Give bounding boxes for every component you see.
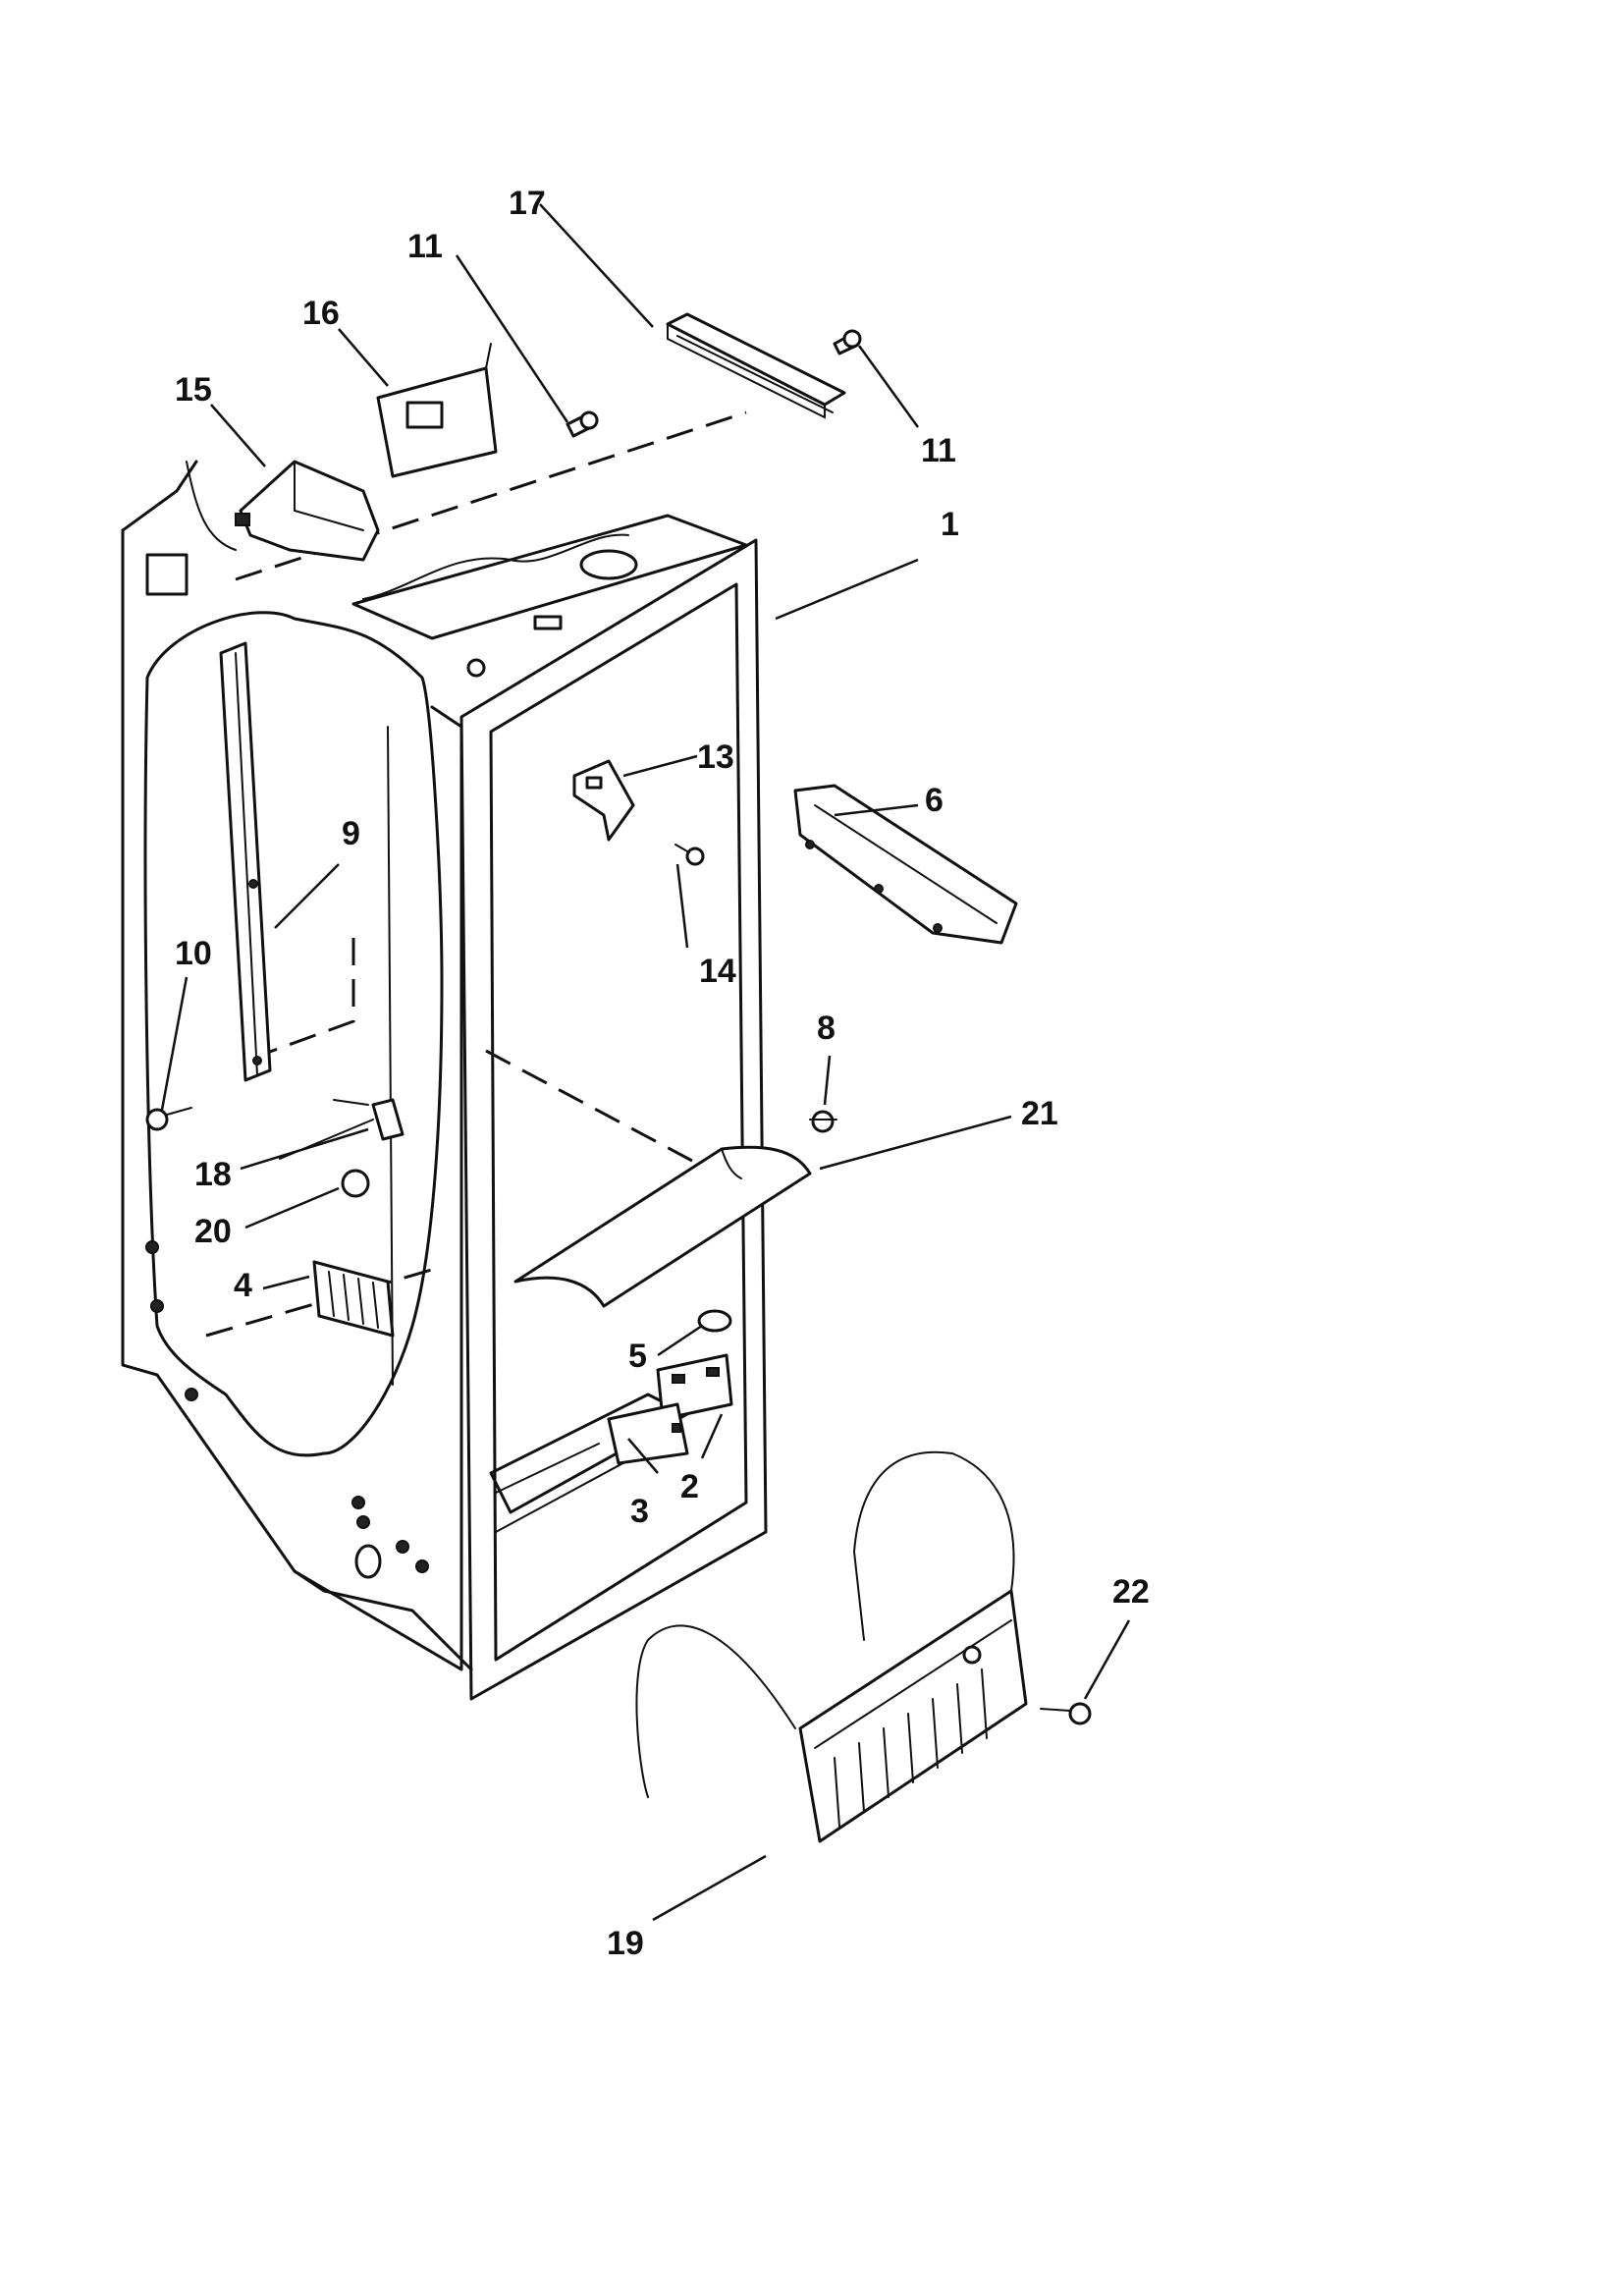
callout-21: 21 (1021, 1095, 1058, 1132)
callout-9: 9 (342, 815, 360, 852)
part-21-cover (513, 1145, 812, 1308)
callout-4: 4 (234, 1267, 252, 1304)
assembly-line-mid (485, 1049, 708, 1171)
part-5-grommet (697, 1309, 732, 1333)
callout-3: 3 (630, 1493, 649, 1530)
callout-17: 17 (509, 185, 546, 222)
callout-18: 18 (194, 1156, 232, 1193)
callout-5: 5 (628, 1338, 647, 1375)
part-3-bracket (607, 1402, 689, 1465)
part-13-bracket (572, 759, 635, 842)
part-6-rail (793, 784, 1018, 945)
callout-11-top-right: 11 (921, 432, 956, 469)
part-8-plug (809, 1110, 837, 1133)
part-4-vent-grille (312, 1260, 395, 1338)
part-15-control-housing (235, 460, 380, 562)
assembly-line-wire (244, 938, 355, 1063)
callout-22: 22 (1112, 1573, 1150, 1611)
part-17-top-rail (666, 312, 846, 419)
part-16-bracket (376, 343, 498, 478)
part-19-heater (635, 1450, 1028, 1843)
callout-15: 15 (175, 371, 212, 409)
part-18-light-socket (279, 1098, 404, 1160)
callout-19: 19 (607, 1925, 644, 1962)
callout-14: 14 (699, 953, 736, 990)
part-20-light-bulb (341, 1169, 370, 1198)
part-11-screw-top-right (833, 329, 862, 355)
callout-8: 8 (817, 1010, 836, 1047)
part-22-screw (1040, 1702, 1092, 1725)
part-14-screw (674, 844, 705, 866)
callout-13: 13 (697, 738, 734, 776)
callout-1: 1 (941, 506, 959, 543)
callout-16: 16 (302, 295, 340, 332)
part-9-shelf-rail (219, 641, 272, 1082)
callout-20: 20 (194, 1213, 232, 1250)
part-10-screw (145, 1107, 192, 1131)
cabinet-liner (121, 460, 768, 1701)
callout-arrows (160, 203, 1131, 1922)
callout-11-top-left: 11 (407, 228, 443, 265)
part-11-screw-top-left (566, 410, 599, 438)
callout-6: 6 (925, 782, 944, 819)
callout-2: 2 (680, 1468, 699, 1505)
callout-10: 10 (175, 935, 212, 972)
